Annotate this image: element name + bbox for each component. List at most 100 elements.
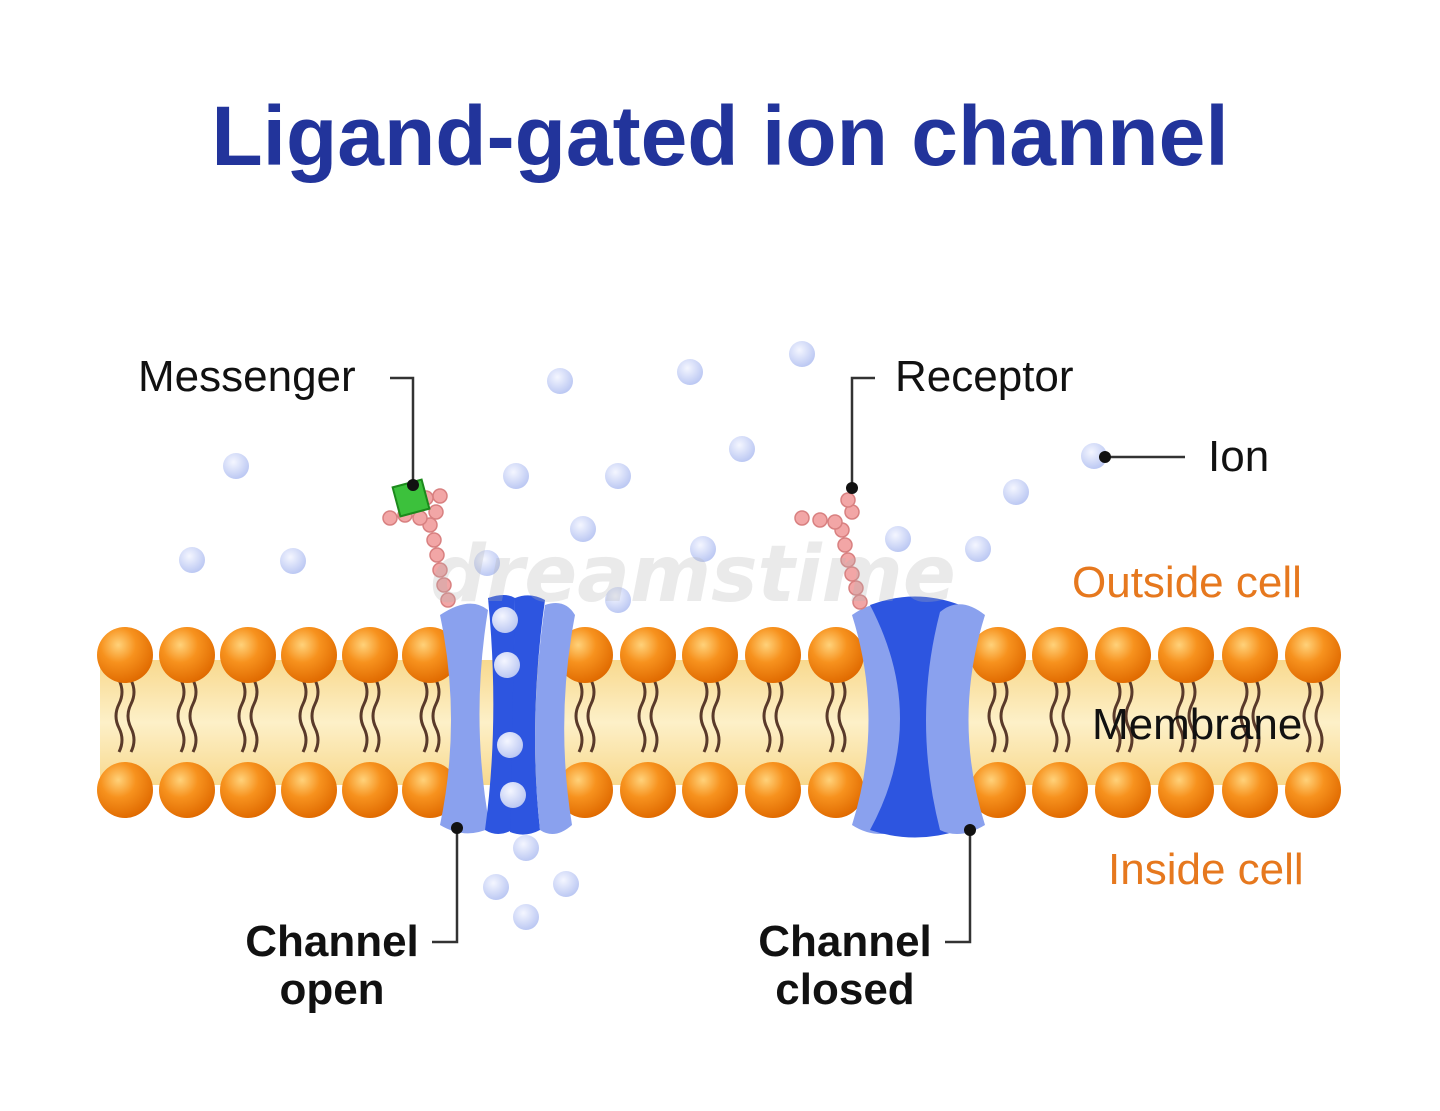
lipid-head xyxy=(220,762,276,818)
lipid-head xyxy=(1222,762,1278,818)
ions xyxy=(179,341,1107,930)
receptor-bead xyxy=(840,552,856,568)
ion xyxy=(965,536,991,562)
ion xyxy=(503,463,529,489)
ion xyxy=(605,463,631,489)
lipid-head xyxy=(557,762,613,818)
lipid-tail xyxy=(637,679,647,753)
lipid-head xyxy=(1285,762,1341,818)
lipid-tail xyxy=(1049,679,1059,753)
ion xyxy=(500,782,526,808)
ion xyxy=(492,607,518,633)
receptor-bead xyxy=(848,580,864,596)
lipid-tail xyxy=(987,679,997,753)
lipid-tail xyxy=(419,679,429,753)
lipid-tail xyxy=(1175,679,1185,753)
lipid-tail xyxy=(1251,679,1261,753)
ion xyxy=(494,652,520,678)
lipid-head xyxy=(808,762,864,818)
lipid-tail xyxy=(586,679,596,753)
watermark: dreamstime xyxy=(430,530,956,620)
lipid-tail xyxy=(371,679,381,753)
receptor-bead xyxy=(428,504,444,520)
lipid-head xyxy=(1158,627,1214,683)
receptor-bead xyxy=(852,594,868,610)
ion xyxy=(513,904,539,930)
lipid-head xyxy=(745,627,801,683)
ion xyxy=(729,436,755,462)
channel-closed xyxy=(852,596,985,838)
ion xyxy=(179,547,205,573)
ion xyxy=(223,453,249,479)
lipid-tail xyxy=(1112,679,1122,753)
lipid-tail xyxy=(431,679,441,753)
lipid-head xyxy=(97,762,153,818)
lipid-head xyxy=(970,627,1026,683)
label-messenger: Messenger xyxy=(138,352,356,401)
label-membrane: Membrane xyxy=(1092,700,1303,749)
lipid-tail xyxy=(649,679,659,753)
lipid-head xyxy=(557,627,613,683)
lipid-tail xyxy=(1187,679,1197,753)
lipid-head xyxy=(159,627,215,683)
receptor-bead xyxy=(440,592,456,608)
label-channel-open: Channel open xyxy=(232,918,432,1014)
lipid-tail xyxy=(762,679,772,753)
lipid-tail xyxy=(1314,679,1324,753)
lipid-head xyxy=(745,762,801,818)
lipid-tail xyxy=(1302,679,1312,753)
label-outside-cell: Outside cell xyxy=(1072,558,1302,607)
lipid-tail xyxy=(114,679,124,753)
ion xyxy=(280,548,306,574)
lipid-head xyxy=(1032,627,1088,683)
leader-lines xyxy=(390,376,1185,944)
lipid-head xyxy=(620,627,676,683)
lipid-tail xyxy=(999,679,1009,753)
lipid-tail xyxy=(126,679,136,753)
ion xyxy=(483,874,509,900)
receptor-bead xyxy=(827,514,843,530)
lipid-head xyxy=(342,627,398,683)
lipid-tail xyxy=(237,679,247,753)
lipid-head xyxy=(620,762,676,818)
ion xyxy=(885,526,911,552)
label-channel-closed: Channel closed xyxy=(745,918,945,1014)
lipid-head xyxy=(220,627,276,683)
ion xyxy=(513,835,539,861)
receptor-bead xyxy=(432,562,448,578)
lipid-head xyxy=(1158,762,1214,818)
ion xyxy=(570,516,596,542)
receptor-bead xyxy=(432,488,448,504)
lipid-tail xyxy=(837,679,847,753)
lipid-head xyxy=(97,627,153,683)
lipid-tail xyxy=(774,679,784,753)
lipid-tail xyxy=(188,679,198,753)
ion xyxy=(1003,479,1029,505)
ion xyxy=(690,536,716,562)
receptor-bead xyxy=(426,532,442,548)
lipid-tail xyxy=(1061,679,1071,753)
lipid-tail xyxy=(310,679,320,753)
lipid-head xyxy=(682,762,738,818)
lipid-tail xyxy=(298,679,308,753)
receptor-bead xyxy=(837,537,853,553)
lipid-head xyxy=(159,762,215,818)
lipid-tail xyxy=(574,679,584,753)
lipid-head xyxy=(1285,627,1341,683)
lipid-heads xyxy=(97,627,1341,818)
receptor-bead xyxy=(840,492,856,508)
ion xyxy=(553,871,579,897)
lipid-tail xyxy=(1239,679,1249,753)
lipid-tails xyxy=(114,679,1324,753)
lipid-tail xyxy=(1124,679,1134,753)
label-channel-closed-line1: Channel xyxy=(758,917,932,966)
label-channel-closed-line2: closed xyxy=(775,965,915,1014)
label-channel-open-line2: open xyxy=(279,965,385,1014)
lipid-head xyxy=(808,627,864,683)
receptor-bead xyxy=(436,577,452,593)
label-channel-open-line1: Channel xyxy=(245,917,419,966)
receptor-bead xyxy=(812,512,828,528)
receptor-chains xyxy=(382,488,868,610)
ion xyxy=(1081,443,1107,469)
